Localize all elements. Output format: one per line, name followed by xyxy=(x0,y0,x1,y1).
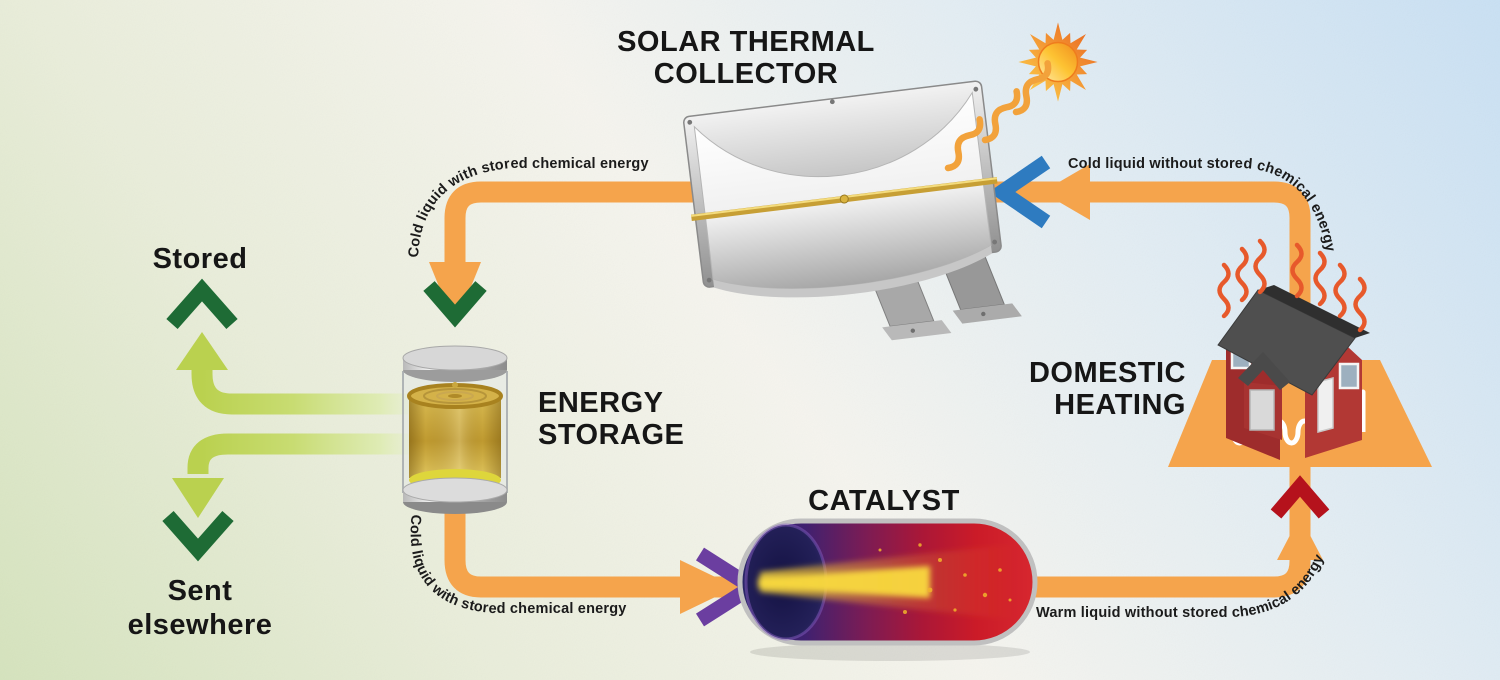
catalyst-particles xyxy=(878,543,1012,614)
green-branch-pipes xyxy=(162,278,430,562)
into-heating-arrowhead-icon xyxy=(1277,516,1323,560)
sent-elsewhere-pipe xyxy=(187,433,430,474)
sun-ray-wave-icons xyxy=(944,60,1052,172)
stored-pipe xyxy=(191,370,430,415)
sent-elsewhere-chevron-down-icon xyxy=(162,511,234,562)
blue-chevron-left-icon xyxy=(988,155,1051,229)
flow-direction-arrows xyxy=(423,155,1090,627)
solar-collector-illustration xyxy=(683,80,1022,341)
house-icon xyxy=(1217,285,1370,460)
energy-storage-tank-illustration xyxy=(402,345,508,514)
to-collector-arrowhead-icon xyxy=(1042,164,1090,220)
sent-elsewhere-label-line2: elsewhere xyxy=(128,609,273,641)
energy-storage-title-line1: ENERGY xyxy=(538,387,663,419)
into-catalyst-arrowhead-icon xyxy=(680,560,736,614)
heat-wave-icons xyxy=(1217,238,1367,333)
stored-arrowhead-icon xyxy=(176,332,228,370)
domestic-heating-illustration xyxy=(1168,238,1432,560)
into-storage-arrowhead-icon xyxy=(429,262,481,326)
domestic-heating-title-line2: HEATING xyxy=(1054,389,1186,421)
red-chevron-up-icon xyxy=(1270,475,1330,519)
catalyst-title: CATALYST xyxy=(808,485,960,517)
sent-elsewhere-label-line1: Sent xyxy=(168,575,233,607)
into-storage-chevron-icon xyxy=(423,281,487,328)
stored-label: Stored xyxy=(153,243,248,275)
energy-storage-title-line2: STORAGE xyxy=(538,419,684,451)
solar-collector-title-line2: COLLECTOR xyxy=(654,58,838,90)
sun-icon xyxy=(1018,22,1098,102)
domestic-heating-title-line1: DOMESTIC xyxy=(1029,357,1186,389)
sent-elsewhere-arrowhead-icon xyxy=(172,478,224,518)
solar-collector-title-line1: SOLAR THERMAL xyxy=(617,26,875,58)
catalyst-illustration xyxy=(737,518,1038,661)
stored-chevron-up-icon xyxy=(166,278,238,329)
station-titles: SOLAR THERMAL COLLECTOR ENERGY STORAGE C… xyxy=(128,26,1186,641)
catalyst-spray xyxy=(758,544,1015,620)
